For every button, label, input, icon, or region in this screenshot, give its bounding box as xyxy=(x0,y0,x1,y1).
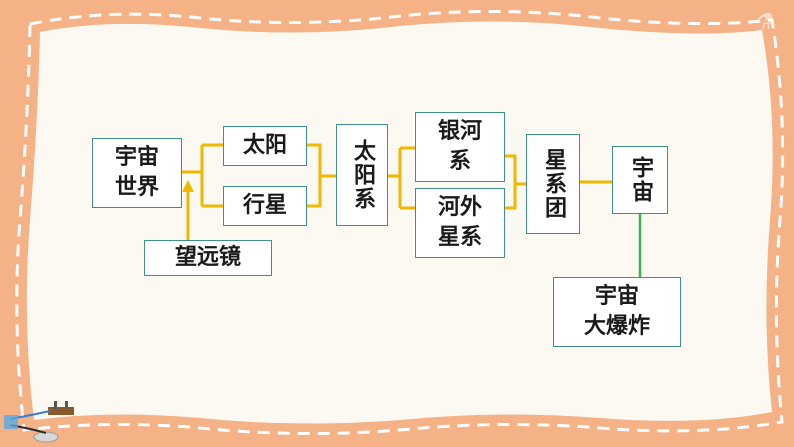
node-solar-system: 太阳系 xyxy=(336,124,388,226)
node-universe: 宇宙 xyxy=(612,146,668,214)
connector-solar-split xyxy=(388,146,415,210)
node-planets: 行星 xyxy=(223,186,307,226)
lab-switch-icon xyxy=(4,401,74,443)
node-universe-world: 宇宙 世界 xyxy=(92,138,182,208)
connector-solar-join xyxy=(307,143,336,208)
node-big-bang: 宇宙 大爆炸 xyxy=(553,277,681,347)
node-extragalactic: 河外 星系 xyxy=(415,188,505,258)
dashed-border xyxy=(15,9,785,436)
telescope-arrow-head xyxy=(182,180,194,192)
connector-world-split xyxy=(182,143,223,208)
node-milky-way: 银河 系 xyxy=(415,112,505,182)
connector-cluster-join xyxy=(505,154,526,210)
flask-icon: ⚗ xyxy=(756,10,776,35)
node-sun: 太阳 xyxy=(223,126,307,166)
node-galaxy-cluster: 星系团 xyxy=(526,134,580,234)
node-telescope: 望远镜 xyxy=(144,240,272,276)
